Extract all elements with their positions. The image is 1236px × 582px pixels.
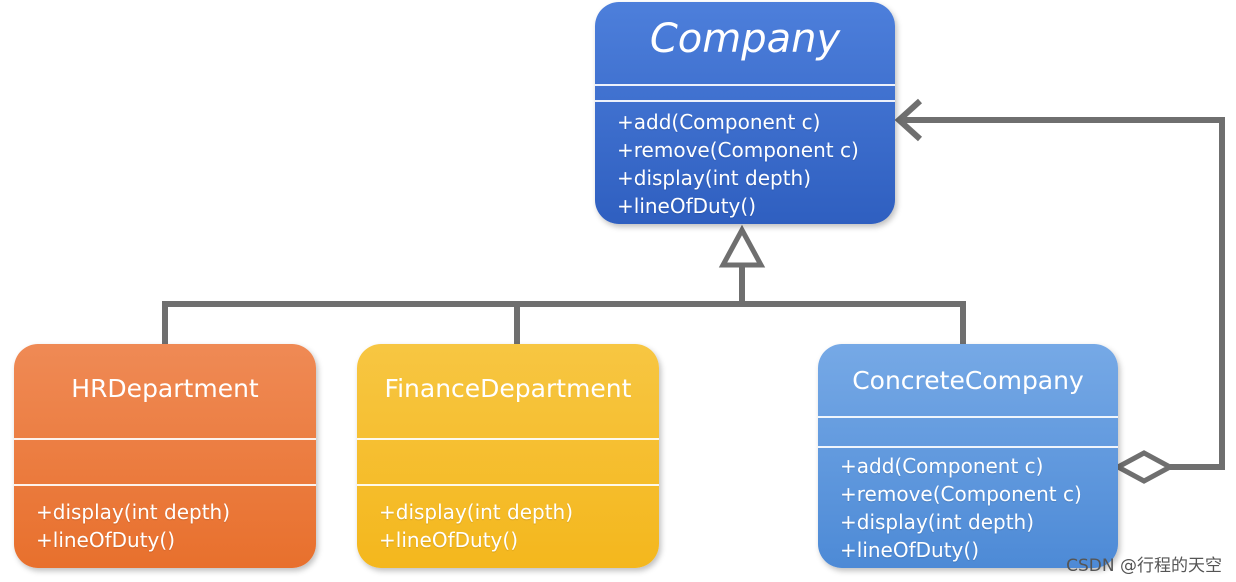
concrete-methods-list: +add(Component c) +remove(Component c) +… <box>840 452 1082 564</box>
watermark: CSDN @行程的天空 <box>1066 556 1222 576</box>
hr-department-class-box: HRDepartment +display(int depth) +lineOf… <box>14 344 316 568</box>
aggregation-arrowhead <box>894 98 923 142</box>
concrete-company-class-name: ConcreteCompany <box>852 366 1084 395</box>
method-item: +display(int depth) <box>840 510 1035 534</box>
method-item: +lineOfDuty() <box>840 538 979 562</box>
concrete-attributes-divider <box>818 416 1118 418</box>
finance-department-class-name: FinanceDepartment <box>384 374 632 403</box>
finance-methods-divider <box>357 484 659 486</box>
method-item: +lineOfDuty() <box>617 194 756 218</box>
finance-methods-list: +display(int depth) +lineOfDuty() <box>379 498 573 554</box>
method-item: +display(int depth) <box>36 500 231 524</box>
method-item: +remove(Component c) <box>840 482 1082 506</box>
company-methods-list: +add(Component c) +remove(Component c) +… <box>617 108 859 220</box>
concrete-company-class-box: ConcreteCompany +add(Component c) +remov… <box>818 344 1118 568</box>
company-attributes-divider <box>595 84 895 86</box>
finance-department-class-box: FinanceDepartment +display(int depth) +l… <box>357 344 659 568</box>
company-methods-divider <box>595 100 895 102</box>
method-item: +remove(Component c) <box>617 138 859 162</box>
company-class-name: Company <box>649 16 841 62</box>
company-class-box: Company +add(Component c) +remove(Compon… <box>595 2 895 224</box>
hr-department-class-name: HRDepartment <box>71 374 259 403</box>
method-item: +lineOfDuty() <box>379 528 518 552</box>
hr-methods-list: +display(int depth) +lineOfDuty() <box>36 498 230 554</box>
method-item: +display(int depth) <box>617 166 812 190</box>
method-item: +lineOfDuty() <box>36 528 175 552</box>
hr-attributes-divider <box>14 438 316 440</box>
method-item: +add(Component c) <box>840 454 1044 478</box>
finance-attributes-divider <box>357 438 659 440</box>
concrete-methods-divider <box>818 446 1118 448</box>
aggregation-diamond <box>1112 450 1176 484</box>
method-item: +add(Component c) <box>617 110 821 134</box>
generalization-arrowhead <box>718 224 766 268</box>
method-item: +display(int depth) <box>379 500 574 524</box>
hr-methods-divider <box>14 484 316 486</box>
aggregation-line <box>898 117 1225 470</box>
